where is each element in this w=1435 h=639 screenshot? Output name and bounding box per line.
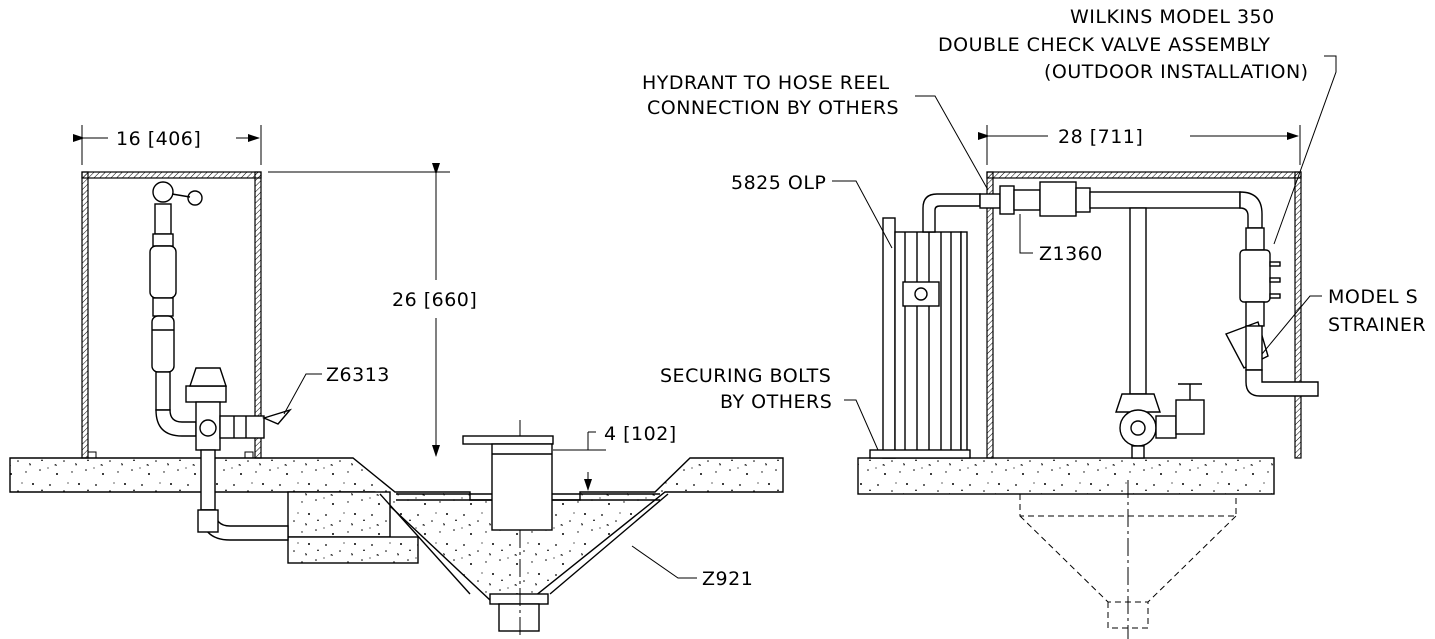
valve-note-line3: (OUTDOOR INSTALLATION) (1044, 61, 1309, 83)
left-concrete-block-upper (287, 491, 391, 538)
rise-dimension: 4 [102] (604, 423, 677, 445)
left-enclosure-top (81, 171, 262, 179)
hydrant-note-line2: CONNECTION BY OTHERS (647, 97, 899, 119)
right-enclosure-wall-right (1294, 171, 1302, 459)
left-enclosure-wall-right (254, 171, 262, 459)
hose-reel-label: 5825 OLP (731, 172, 826, 194)
right-concrete-slab (857, 457, 1275, 495)
strainer-label-line2: STRAINER (1328, 314, 1426, 336)
right-piping (979, 181, 1319, 459)
left-height-dimension: 26 [660] (392, 289, 477, 311)
hose-reel (869, 193, 981, 459)
callout-z6313: Z6313 (326, 364, 390, 386)
left-backflow-assembly (149, 181, 293, 541)
right-enclosure-top (986, 171, 1302, 179)
left-enclosure-wall-left (81, 171, 89, 459)
left-concrete-slab (9, 457, 784, 601)
securing-bolts-line2: BY OTHERS (720, 391, 832, 413)
floor-drain (379, 420, 669, 639)
callout-z921: Z921 (702, 568, 753, 590)
strainer-label-line1: MODEL S (1328, 286, 1418, 308)
securing-bolts-line1: SECURING BOLTS (660, 365, 831, 387)
callout-z1360: Z1360 (1039, 243, 1103, 265)
hydrant-note-line1: HYDRANT TO HOSE REEL (642, 72, 890, 94)
right-enclosure-wall-left (986, 171, 994, 459)
left-concrete-block-lower (287, 536, 419, 564)
left-view: 16 [406] 26 [660] (9, 125, 784, 639)
valve-note-line1: WILKINS MODEL 350 (1070, 6, 1275, 28)
right-width-dimension: 28 [711] (1058, 126, 1143, 148)
valve-note-line2: DOUBLE CHECK VALVE ASSEMBLY (938, 34, 1271, 56)
left-width-dimension: 16 [406] (116, 128, 201, 150)
right-view: 28 [711] (642, 6, 1426, 639)
